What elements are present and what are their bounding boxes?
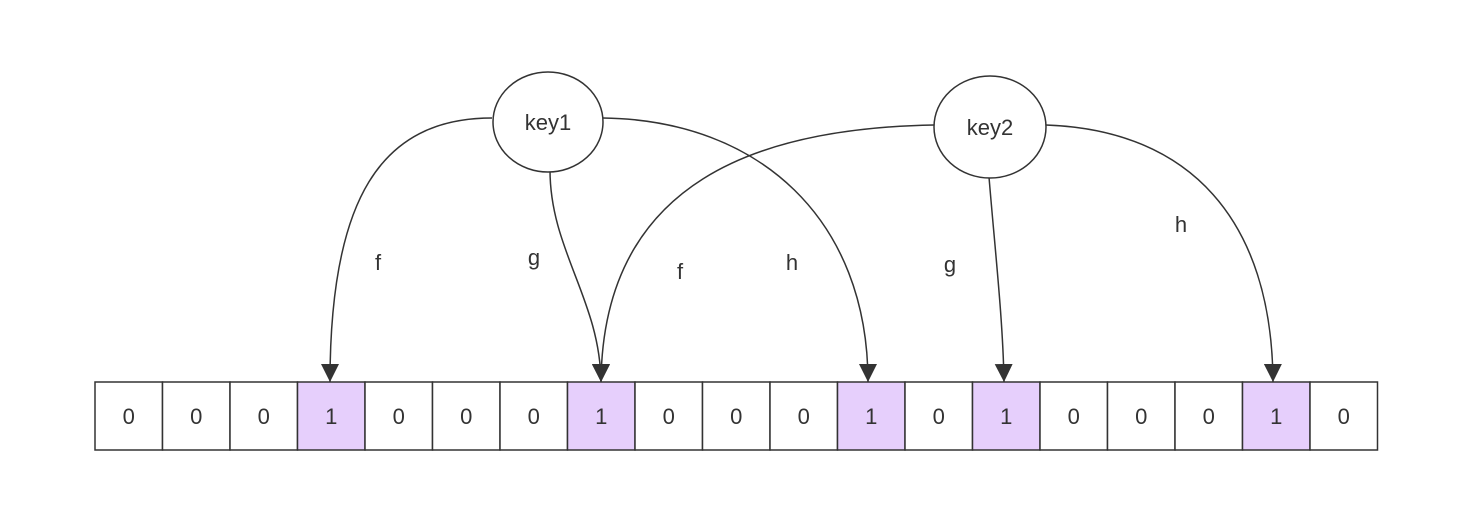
- bit-value-12: 0: [933, 404, 945, 429]
- edge-key2-f: [592, 124, 935, 383]
- bit-value-4: 0: [393, 404, 405, 429]
- bit-value-13: 1: [1000, 404, 1012, 429]
- edge-label-key1-f: f: [375, 250, 382, 275]
- key-node-key1: key1: [492, 71, 604, 173]
- key1-label: key1: [525, 110, 571, 135]
- key-node-key2: key2: [933, 75, 1047, 179]
- bit-cell-5: [431, 381, 501, 451]
- bit-cell-8: [634, 381, 704, 451]
- bit-cell-1: [161, 381, 231, 451]
- hash-edges: [321, 117, 1282, 383]
- bit-value-9: 0: [730, 404, 742, 429]
- key2-label: key2: [967, 115, 1013, 140]
- bit-value-11: 1: [865, 404, 877, 429]
- key1-circle: [492, 71, 604, 173]
- bit-cell-0: [94, 381, 164, 451]
- bit-value-0: 0: [123, 404, 135, 429]
- bit-cell-9: [701, 381, 771, 451]
- bit-cell-15: [1106, 381, 1176, 451]
- bit-value-6: 0: [528, 404, 540, 429]
- bit-cell-16: [1174, 381, 1244, 451]
- edge-key2-g: [988, 176, 1013, 383]
- bit-array: 0 0 0 1 0 0 0 1 0 0 0 1 0 1 0 0 0 1 0: [94, 381, 1379, 451]
- bit-value-1: 0: [190, 404, 202, 429]
- bit-value-10: 0: [798, 404, 810, 429]
- edge-key1-f: [321, 117, 493, 383]
- bit-cell-13: [971, 381, 1041, 451]
- bit-value-5: 0: [460, 404, 472, 429]
- edge-key1-g: [549, 169, 610, 383]
- key2-circle: [933, 75, 1047, 179]
- edge-label-key1-h: h: [786, 250, 798, 275]
- bit-value-2: 0: [258, 404, 270, 429]
- bit-cell-18: [1309, 381, 1379, 451]
- edge-key1-h: [602, 117, 877, 383]
- bit-cell-11: [836, 381, 906, 451]
- edge-label-key2-g: g: [944, 252, 956, 277]
- bit-value-8: 0: [663, 404, 675, 429]
- bit-cell-7: [566, 381, 636, 451]
- bit-cell-12: [904, 381, 974, 451]
- edge-label-key2-f: f: [677, 259, 684, 284]
- bit-value-14: 0: [1068, 404, 1080, 429]
- bit-value-17: 1: [1270, 404, 1282, 429]
- bit-cell-4: [364, 381, 434, 451]
- bit-value-15: 0: [1135, 404, 1147, 429]
- bit-value-18: 0: [1338, 404, 1350, 429]
- bit-cell-2: [229, 381, 299, 451]
- bit-value-16: 0: [1203, 404, 1215, 429]
- edge-label-key1-g: g: [528, 245, 540, 270]
- edge-key2-h: [1045, 124, 1282, 383]
- bit-cell-6: [499, 381, 569, 451]
- bit-cell-17: [1241, 381, 1311, 451]
- edge-label-key2-h: h: [1175, 212, 1187, 237]
- bit-value-3: 1: [325, 404, 337, 429]
- bit-value-7: 1: [595, 404, 607, 429]
